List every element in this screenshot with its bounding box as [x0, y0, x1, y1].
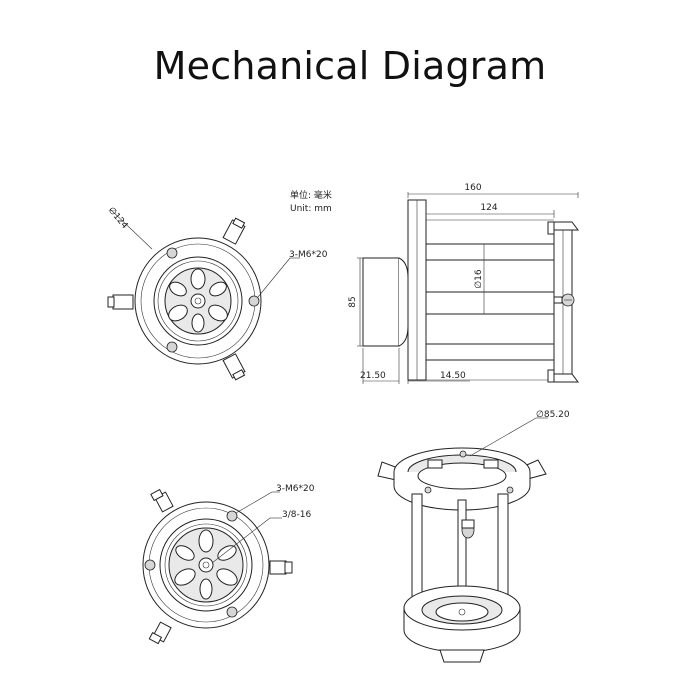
iso-diameter-label: ∅85.20 — [536, 410, 570, 420]
iso-view — [377, 417, 548, 663]
overall-width-dimension: 160 — [464, 183, 481, 193]
top-view-knob — [107, 294, 134, 310]
diagram-title: Mechanical Diagram — [153, 44, 547, 88]
unit-label-cn: 单位: 毫米 — [290, 189, 332, 201]
iso-thumbscrew — [461, 519, 475, 539]
bottom-view-wheel — [168, 527, 244, 603]
top-view-wheel — [164, 267, 232, 335]
side-view-stub — [362, 257, 400, 347]
screw-hole — [226, 510, 238, 522]
bottom-view-knob — [150, 488, 174, 513]
bottom-view-knob — [148, 621, 172, 645]
bottom-view-screw-label: 3-M6*20 — [276, 484, 315, 494]
screw-hole — [248, 295, 260, 307]
screw-hole — [144, 559, 156, 571]
iso-rod — [457, 499, 467, 591]
bottom-view — [142, 488, 293, 645]
top-view-screw-label: 3-M6*20 — [289, 250, 328, 260]
body-width-dimension: 124 — [480, 203, 497, 213]
top-view-diameter-label: ∅124 — [106, 206, 130, 232]
side-view — [357, 192, 579, 384]
screw-hole — [226, 606, 238, 618]
top-view-knob — [222, 353, 246, 381]
bottom-view-thread-label: 3/8-16 — [282, 510, 311, 520]
rod-diameter-dimension: ∅16 — [474, 269, 484, 289]
top-view — [107, 208, 300, 381]
side-view-thumbscrew — [553, 293, 575, 307]
side-view-rod — [425, 243, 555, 261]
screw-hole — [166, 341, 178, 353]
side-view-rod — [425, 291, 555, 315]
left-offset-dimension: 21.50 — [360, 371, 386, 381]
right-offset-dimension: 14.50 — [440, 371, 466, 381]
top-view-knob — [222, 217, 246, 245]
unit-label-en: Unit: mm — [290, 204, 332, 214]
side-view-rod — [425, 343, 555, 361]
bottom-view-knob — [269, 560, 293, 575]
screw-hole — [166, 247, 178, 259]
height-dimension: 85 — [348, 296, 358, 307]
